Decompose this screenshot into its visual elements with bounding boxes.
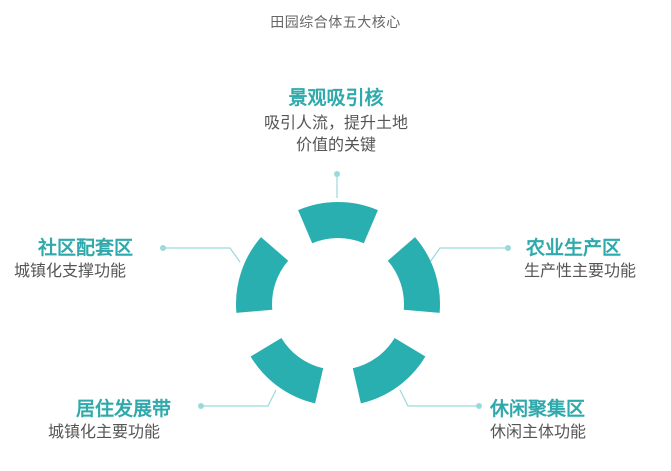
connector-dot-top [334, 171, 340, 177]
node-leisure-gathering-zone: 休闲聚集区 休闲主体功能 [490, 397, 586, 443]
connector-bottom-left [202, 389, 277, 407]
page-title: 田园综合体五大核心 [270, 15, 401, 31]
node-community-support-zone: 社区配套区 城镇化支撑功能 [14, 236, 133, 282]
node-agricultural-production-zone: 农业生产区 生产性主要功能 [524, 236, 636, 282]
node-desc-line: 城镇化支撑功能 [14, 261, 127, 280]
connector-bottom-right [399, 389, 478, 407]
node-landscape-attraction-core: 景观吸引核 吸引人流，提升土地 价值的关键 [250, 86, 422, 156]
node-desc-line: 生产性主要功能 [524, 261, 637, 280]
node-title: 休闲聚集区 [490, 398, 586, 420]
node-title: 社区配套区 [38, 237, 134, 259]
connector-dot-left [160, 245, 166, 251]
ring-segment-left [236, 237, 289, 313]
node-residential-development-belt: 居住发展带 城镇化主要功能 [48, 397, 171, 443]
connector-right [429, 247, 507, 263]
ring-segment-bottom-left [250, 338, 324, 404]
node-title: 居住发展带 [76, 398, 172, 420]
connector-dot-bottom-left [198, 403, 204, 409]
ring-segment-bottom-right [352, 338, 426, 404]
ring-segment-right [387, 237, 440, 313]
connector-dot-bottom-right [476, 403, 482, 409]
ring-segment-top [298, 201, 378, 244]
connector-left [164, 247, 241, 263]
node-title: 景观吸引核 [288, 87, 384, 109]
node-desc-line: 吸引人流，提升土地 [263, 113, 408, 132]
node-title: 农业生产区 [526, 237, 622, 259]
node-desc-line: 城镇化主要功能 [48, 422, 161, 441]
node-desc-line: 价值的关键 [295, 135, 376, 154]
node-desc-line: 休闲主体功能 [490, 422, 587, 441]
connector-dot-right [505, 245, 511, 251]
